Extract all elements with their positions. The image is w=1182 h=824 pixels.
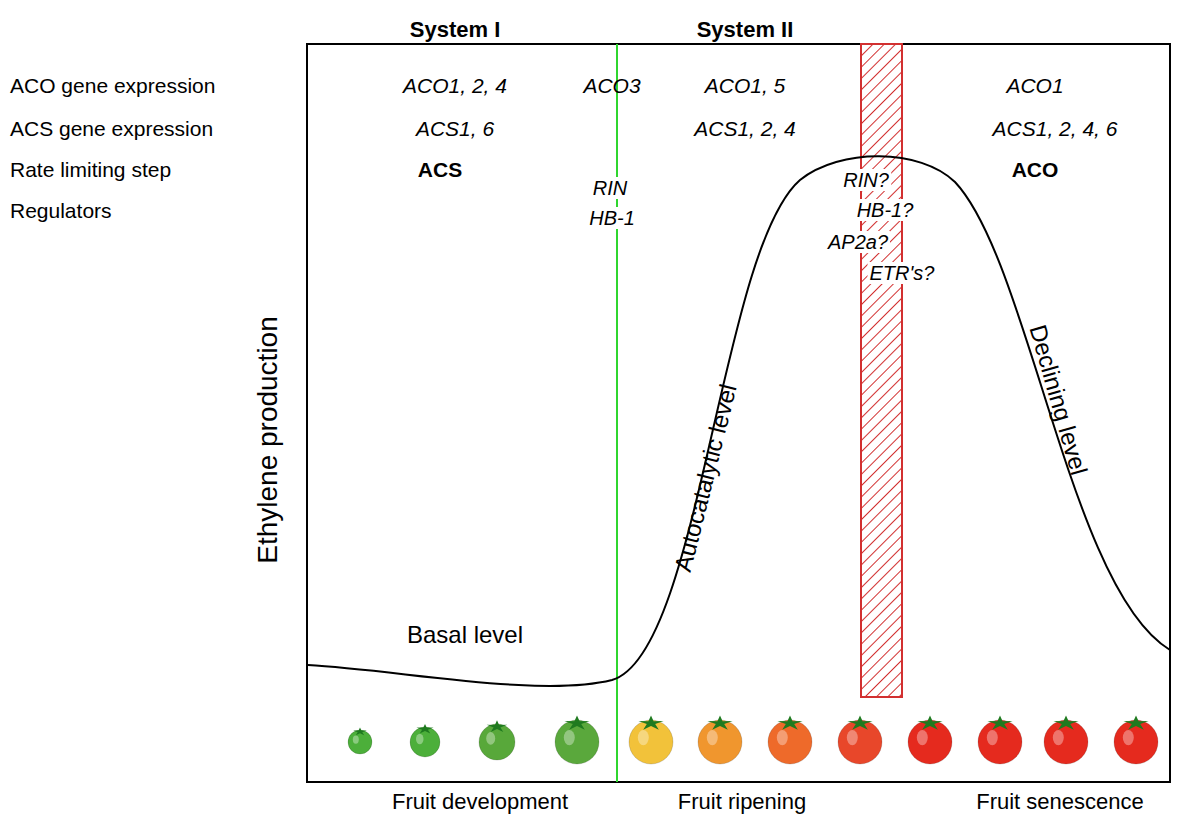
tomato-calyx bbox=[1053, 715, 1078, 729]
row-label: ACS gene expression bbox=[10, 117, 213, 140]
regulator-name: RIN bbox=[591, 177, 629, 199]
tomato bbox=[768, 720, 812, 764]
tomato-highlight bbox=[777, 730, 788, 745]
system-heading: System I bbox=[410, 18, 501, 42]
regulator-name: AP2a? bbox=[826, 231, 890, 253]
row-label: Rate limiting step bbox=[10, 158, 171, 181]
system-heading: System II bbox=[697, 18, 794, 42]
tomato-calyx bbox=[847, 715, 872, 729]
gene-list: ACO3 bbox=[583, 74, 640, 97]
tomato bbox=[1114, 720, 1158, 764]
stage-label: Fruit development bbox=[392, 790, 568, 814]
regulator-name: RIN? bbox=[841, 169, 891, 191]
plot-frame bbox=[307, 44, 1170, 782]
tomato-highlight bbox=[564, 730, 575, 745]
tomato-highlight bbox=[707, 730, 718, 745]
tomato-highlight bbox=[486, 732, 495, 745]
tomato bbox=[555, 720, 599, 764]
rate-limiting-enzyme: ACO bbox=[1012, 158, 1059, 181]
tomato-highlight bbox=[638, 730, 649, 745]
gene-list: ACS1, 2, 4 bbox=[694, 117, 796, 140]
row-label: Regulators bbox=[10, 199, 112, 222]
tomato-calyx bbox=[707, 715, 732, 729]
tomato-highlight bbox=[1053, 730, 1064, 745]
tomato-calyx bbox=[987, 715, 1012, 729]
tomato bbox=[698, 720, 742, 764]
tomato-calyx bbox=[1123, 715, 1148, 729]
regulator-name: HB-1 bbox=[587, 207, 637, 229]
tomato-row bbox=[348, 715, 1158, 764]
tomato-highlight bbox=[917, 730, 928, 745]
tomato bbox=[410, 727, 440, 757]
tomato-calyx bbox=[638, 715, 663, 729]
tomato-highlight bbox=[416, 734, 424, 745]
axis-title: Ethylene production bbox=[253, 316, 284, 564]
regulator-name: ETR's? bbox=[868, 262, 937, 284]
system-boundary bbox=[616, 44, 618, 782]
tomato bbox=[838, 720, 882, 764]
regulator-name: HB-1? bbox=[855, 199, 916, 221]
rate-limiting-enzyme: ACS bbox=[418, 158, 462, 181]
stage-label: Fruit ripening bbox=[678, 790, 806, 814]
stage-label: Fruit senescence bbox=[976, 790, 1144, 814]
tomato-calyx bbox=[777, 715, 802, 729]
tomato-calyx bbox=[416, 724, 433, 734]
gene-list: ACS1, 6 bbox=[416, 117, 494, 140]
peak-band bbox=[861, 44, 902, 697]
row-label: ACO gene expression bbox=[10, 74, 215, 97]
gene-list: ACO1 bbox=[1006, 74, 1063, 97]
tomato-highlight bbox=[1123, 730, 1134, 745]
tomato bbox=[348, 730, 372, 754]
gene-list: ACO1, 2, 4 bbox=[403, 74, 507, 97]
ethylene-curve bbox=[308, 156, 1170, 686]
tomato bbox=[629, 720, 673, 764]
tomato-calyx bbox=[487, 720, 508, 732]
gene-list: ACO1, 5 bbox=[705, 74, 786, 97]
tomato-highlight bbox=[847, 730, 858, 745]
tomato-calyx bbox=[353, 728, 367, 736]
gene-list: ACS1, 2, 4, 6 bbox=[993, 117, 1118, 140]
tomato-highlight bbox=[987, 730, 998, 745]
tomato-calyx bbox=[917, 715, 942, 729]
tomato-calyx bbox=[564, 715, 589, 729]
tomato bbox=[978, 720, 1022, 764]
tomato-highlight bbox=[353, 735, 359, 743]
curve-phase-label: Basal level bbox=[407, 622, 523, 648]
tomato bbox=[908, 720, 952, 764]
tomato bbox=[479, 724, 515, 760]
tomato bbox=[1044, 720, 1088, 764]
